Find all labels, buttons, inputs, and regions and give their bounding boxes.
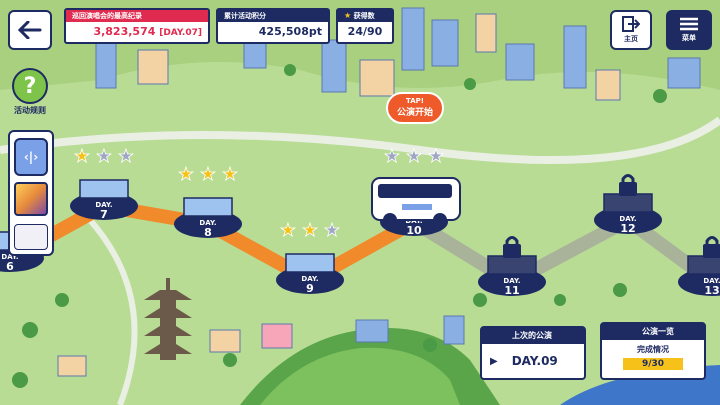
star-icon: ★ <box>324 220 340 241</box>
stage-building <box>603 193 653 213</box>
stage-base <box>174 210 242 238</box>
acquired-panel: ★ 获得数 24/90 <box>336 8 394 44</box>
stage-building <box>487 255 537 275</box>
stage-building <box>79 179 129 199</box>
tour-bus[interactable] <box>371 177 461 227</box>
stage-building <box>285 253 335 273</box>
total-points-label: 累计活动积分 <box>218 10 328 22</box>
stage-day-number: 11 <box>504 284 519 297</box>
rules-button[interactable]: ? 活动规则 <box>6 68 54 118</box>
stage-node-8[interactable]: DAY.8 ★ ★ ★ <box>174 164 242 239</box>
best-record-label: 巡回演唱会的最高纪录 <box>66 10 208 22</box>
skip-button[interactable]: ‹|› <box>14 138 48 176</box>
best-record-value-row: 3,823,574 [DAY.07] <box>66 22 208 43</box>
star-icon: ★ <box>118 146 134 167</box>
best-record-day: [DAY.07] <box>159 28 202 38</box>
stage-day-label: DAY. <box>301 275 318 283</box>
stage-day-number: 13 <box>704 284 719 297</box>
star-icon: ★ <box>344 11 352 20</box>
hamburger-icon <box>680 17 698 31</box>
star-icon: ★ <box>406 146 422 167</box>
trees <box>12 64 667 388</box>
back-button[interactable] <box>8 10 52 50</box>
tap-text: TAP! <box>406 97 424 105</box>
rules-label: 活动规则 <box>14 106 46 115</box>
stage-base <box>276 266 344 294</box>
last-stage-body: ▶ DAY.09 <box>482 344 584 378</box>
lock-icon <box>619 174 637 196</box>
lock-icon <box>503 236 521 258</box>
total-points-panel: 累计活动积分 425,508pt <box>216 8 330 44</box>
stage-day-number: 12 <box>620 222 635 235</box>
start-text: 公演开始 <box>396 108 433 118</box>
best-record-panel: 巡回演唱会的最高纪录 3,823,574 [DAY.07] <box>64 8 210 44</box>
stage-node-9[interactable]: DAY.9 ★ ★ ★ <box>276 220 344 295</box>
stage-building <box>183 197 233 217</box>
question-icon: ? <box>12 68 48 104</box>
stage-day-number: 6 <box>6 260 14 273</box>
stage-base <box>594 206 662 234</box>
stage-node-12[interactable]: DAY.12 <box>594 174 662 236</box>
play-icon: ▶ <box>490 355 498 367</box>
side-panel: ‹|› <box>8 130 54 256</box>
star-icon: ★ <box>74 146 90 167</box>
star-icon: ★ <box>302 220 318 241</box>
progress-value: 9/30 <box>623 358 683 370</box>
stage-day-number: 10 <box>406 224 422 237</box>
last-stage-day: DAY.09 <box>511 354 558 368</box>
stage-building <box>687 255 720 275</box>
acquired-label-row: ★ 获得数 <box>338 10 392 22</box>
exit-icon <box>622 16 640 32</box>
stage-day-number: 7 <box>100 208 108 221</box>
stage-base <box>478 268 546 296</box>
stage-node-7[interactable]: DAY.7 ★ ★ ★ <box>70 146 138 221</box>
stage-base <box>678 268 720 296</box>
character-portrait[interactable] <box>14 182 48 216</box>
city-buildings <box>57 7 701 377</box>
star-icon: ★ <box>200 164 216 185</box>
stage-day-label: DAY. <box>95 201 112 209</box>
double-chevron-icon: ‹|› <box>23 150 39 164</box>
star-icon: ★ <box>96 146 112 167</box>
stage-list-panel[interactable]: 公演一览 完成情况 9/30 <box>600 322 706 380</box>
pagoda <box>144 278 192 360</box>
stage-node-11[interactable]: DAY.11 <box>478 236 546 298</box>
stage-day-label: DAY. <box>703 277 720 285</box>
last-stage-title: 上次的公演 <box>482 328 584 344</box>
star-icon: ★ <box>222 164 238 185</box>
acquired-label: 获得数 <box>353 12 375 20</box>
stage-day-label: DAY. <box>199 219 216 227</box>
stage-base <box>70 192 138 220</box>
progress-label: 完成情况 <box>637 345 669 354</box>
home-label: 主页 <box>624 36 638 43</box>
stage-list-title: 公演一览 <box>602 324 704 340</box>
last-stage-panel[interactable]: 上次的公演 ▶ DAY.09 <box>480 326 586 380</box>
stage-day-label: DAY. <box>503 277 520 285</box>
stage-day-number: 8 <box>204 226 212 239</box>
star-icon: ★ <box>280 220 296 241</box>
home-button[interactable]: 主页 <box>610 10 652 50</box>
star-icon: ★ <box>428 146 444 167</box>
stage-day-number: 9 <box>306 282 314 295</box>
arrow-left-icon <box>18 21 42 39</box>
stage-day-label: DAY. <box>1 253 18 261</box>
star-icon: ★ <box>178 164 194 185</box>
start-performance-bubble[interactable]: TAP! 公演开始 <box>386 92 444 124</box>
menu-label: 菜单 <box>682 35 696 42</box>
stage-day-label: DAY. <box>619 215 636 223</box>
star-icon: ★ <box>384 146 400 167</box>
total-points-value: 425,508pt <box>258 25 322 38</box>
menu-button[interactable]: 菜单 <box>666 10 712 50</box>
stage-node-13[interactable]: DAY.13 <box>678 236 720 298</box>
lock-icon <box>703 236 720 258</box>
locked-path <box>410 213 717 289</box>
acquired-value: 24/90 <box>347 25 383 38</box>
best-record-value: 3,823,574 <box>93 25 156 38</box>
card-icon[interactable] <box>14 224 48 250</box>
